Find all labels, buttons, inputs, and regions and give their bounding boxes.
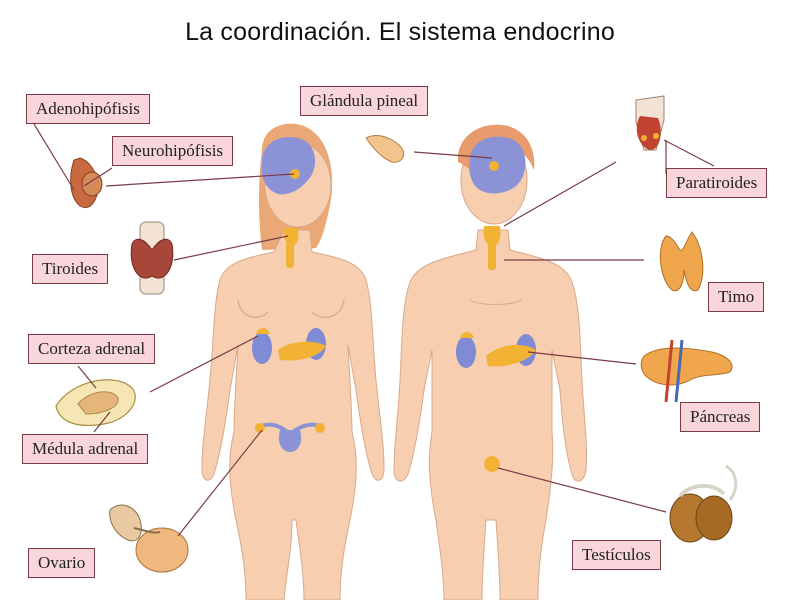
leader-lines [33, 123, 715, 537]
label-tiroides: Tiroides [32, 254, 109, 284]
label-testiculos: Testículos [572, 540, 661, 570]
label-pancreas: Páncreas [680, 402, 761, 432]
ovary-illustration [109, 504, 189, 573]
pineal-illustration [365, 135, 405, 163]
label-corteza-adrenal: Corteza adrenal [28, 334, 156, 364]
label-timo: Timo [708, 282, 765, 312]
label-medula-adrenal: Médula adrenal [22, 434, 149, 464]
male-figure [393, 124, 588, 600]
page-title: La coordinación. El sistema endocrino [185, 18, 615, 46]
adrenal-illustration [55, 379, 136, 427]
female-figure [201, 123, 385, 600]
pancreas-illustration [640, 339, 733, 403]
label-neurohipofisis: Neurohipófisis [112, 136, 234, 166]
pituitary-illustration [70, 157, 103, 208]
thyroid-illustration [130, 221, 174, 295]
label-paratiroides: Paratiroides [666, 168, 768, 198]
label-adenohipofisis: Adenohipófisis [26, 94, 150, 124]
thymus-illustration [659, 231, 704, 292]
parathyroid-illustration [635, 95, 665, 151]
label-glandula-pineal: Glándula pineal [300, 86, 429, 116]
testes-illustration [669, 464, 738, 543]
label-ovario: Ovario [28, 548, 96, 578]
